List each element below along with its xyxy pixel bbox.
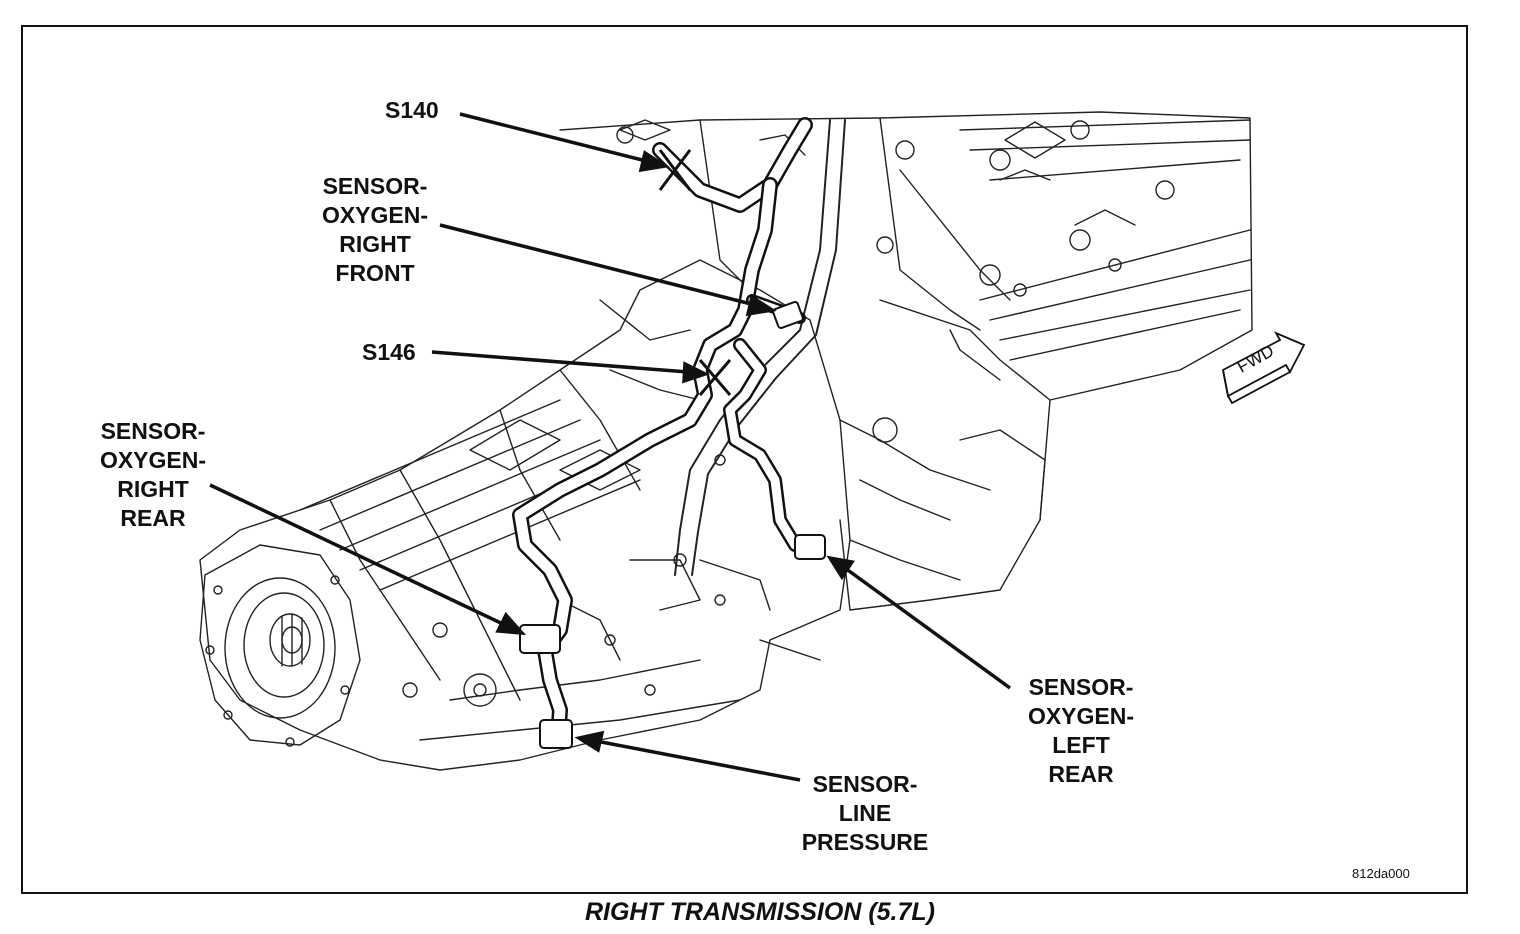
callout-line: OXYGEN- bbox=[1027, 703, 1135, 729]
left-rear-connector bbox=[794, 534, 826, 560]
callout-line: OXYGEN- bbox=[99, 447, 207, 473]
callout-line: SENSOR- bbox=[100, 418, 206, 444]
splice-x-icon bbox=[658, 149, 732, 396]
callout-line: REAR bbox=[120, 505, 186, 531]
callout-line: RIGHT bbox=[339, 231, 411, 257]
right-rear-connector bbox=[519, 624, 561, 654]
right-front-connector bbox=[772, 301, 804, 329]
connectors bbox=[519, 301, 826, 749]
callout-line: RIGHT bbox=[117, 476, 189, 502]
line-pressure-connector bbox=[539, 719, 573, 749]
callout-oxygen-right-rear: SENSOR- OXYGEN- RIGHT REAR bbox=[78, 417, 228, 533]
callout-line: OXYGEN- bbox=[321, 202, 429, 228]
callout-line: SENSOR- bbox=[812, 771, 918, 797]
callout-oxygen-right-front: SENSOR- OXYGEN- RIGHT FRONT bbox=[300, 172, 450, 288]
callout-line: LEFT bbox=[1052, 732, 1110, 758]
callout-line: FRONT bbox=[335, 260, 415, 286]
figure-border bbox=[21, 25, 1468, 894]
callout-s140: S140 bbox=[385, 97, 439, 123]
callout-line: SENSOR- bbox=[322, 173, 428, 199]
callout-line: LINE bbox=[838, 800, 892, 826]
callout-line: SENSOR- bbox=[1028, 674, 1134, 700]
callout-line-pressure: SENSOR- LINE PRESSURE bbox=[785, 770, 945, 857]
callout-s146: S146 bbox=[362, 339, 416, 365]
figure-code: 812da000 bbox=[1352, 866, 1410, 881]
figure-caption: RIGHT TRANSMISSION (5.7L) bbox=[584, 898, 935, 926]
callout-line: REAR bbox=[1048, 761, 1114, 787]
wiring-harness bbox=[512, 117, 813, 748]
callout-line: PRESSURE bbox=[801, 829, 929, 855]
leader-arrows bbox=[209, 112, 1012, 782]
output-flange bbox=[199, 544, 361, 747]
callout-oxygen-left-rear: SENSOR- OXYGEN- LEFT REAR bbox=[1006, 673, 1156, 789]
forward-arrow-icon bbox=[1221, 331, 1306, 405]
